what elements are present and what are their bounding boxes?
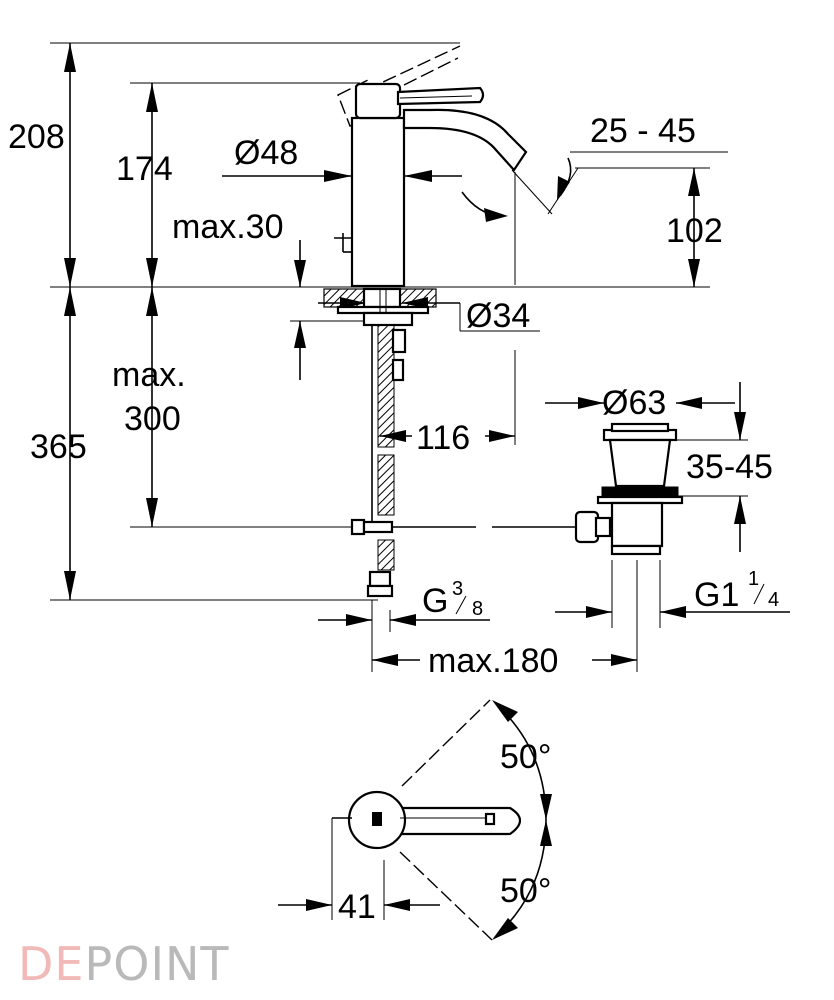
- dim-174: 174: [116, 150, 173, 188]
- watermark-suffix: POINT: [85, 937, 230, 991]
- dim-41: 41: [338, 888, 376, 926]
- faucet-body: [350, 116, 406, 288]
- dim-max30: max.30: [172, 208, 284, 246]
- svg-text:8: 8: [472, 598, 483, 620]
- popup-linkage: [350, 510, 612, 544]
- dim-max: max.: [112, 356, 186, 394]
- watermark-logo: DEPOINT: [18, 937, 230, 991]
- angle-50-bottom: 50°: [500, 872, 551, 910]
- faucet-handle: [396, 86, 485, 106]
- faucet-spout: [402, 108, 528, 172]
- svg-text:3: 3: [452, 578, 463, 600]
- svg-text:DEPOINT: DEPOINT: [18, 937, 230, 991]
- waste-fitting: [596, 422, 684, 556]
- vertical-dimensions: [64, 43, 746, 600]
- sink-section: [323, 287, 437, 327]
- faucet-side-view: [334, 45, 579, 288]
- dim-208: 208: [8, 118, 65, 156]
- angle-50-top: 50°: [500, 738, 551, 776]
- dim-g3-8: G 3 8: [422, 578, 483, 620]
- dim-34: Ø34: [466, 297, 530, 335]
- svg-text:1: 1: [748, 568, 759, 590]
- watermark-prefix: DE: [18, 937, 85, 991]
- dim-63: Ø63: [602, 384, 666, 422]
- plan-handle: [398, 806, 522, 836]
- faucet-cap: [354, 82, 402, 120]
- svg-text:G: G: [422, 582, 448, 620]
- dim-300: 300: [124, 400, 181, 438]
- dim-max180: max.180: [428, 642, 558, 680]
- dim-116: 116: [416, 419, 470, 457]
- svg-text:4: 4: [768, 589, 779, 611]
- dim-48: Ø48: [234, 134, 298, 172]
- dim-g1-1-4: G1 1 4: [694, 568, 779, 614]
- dim-25-45: 25 - 45: [590, 112, 696, 150]
- svg-text:G1: G1: [694, 576, 739, 614]
- supply-hoses: [366, 324, 407, 612]
- faucet-plan-view: [332, 699, 552, 941]
- dim-35-45: 35-45: [686, 448, 773, 486]
- dim-102: 102: [666, 212, 723, 250]
- dim-365: 365: [30, 428, 87, 466]
- dimension-labels: 208 174 Ø48 25 - 45 102 max.30 Ø34 max. …: [8, 112, 779, 926]
